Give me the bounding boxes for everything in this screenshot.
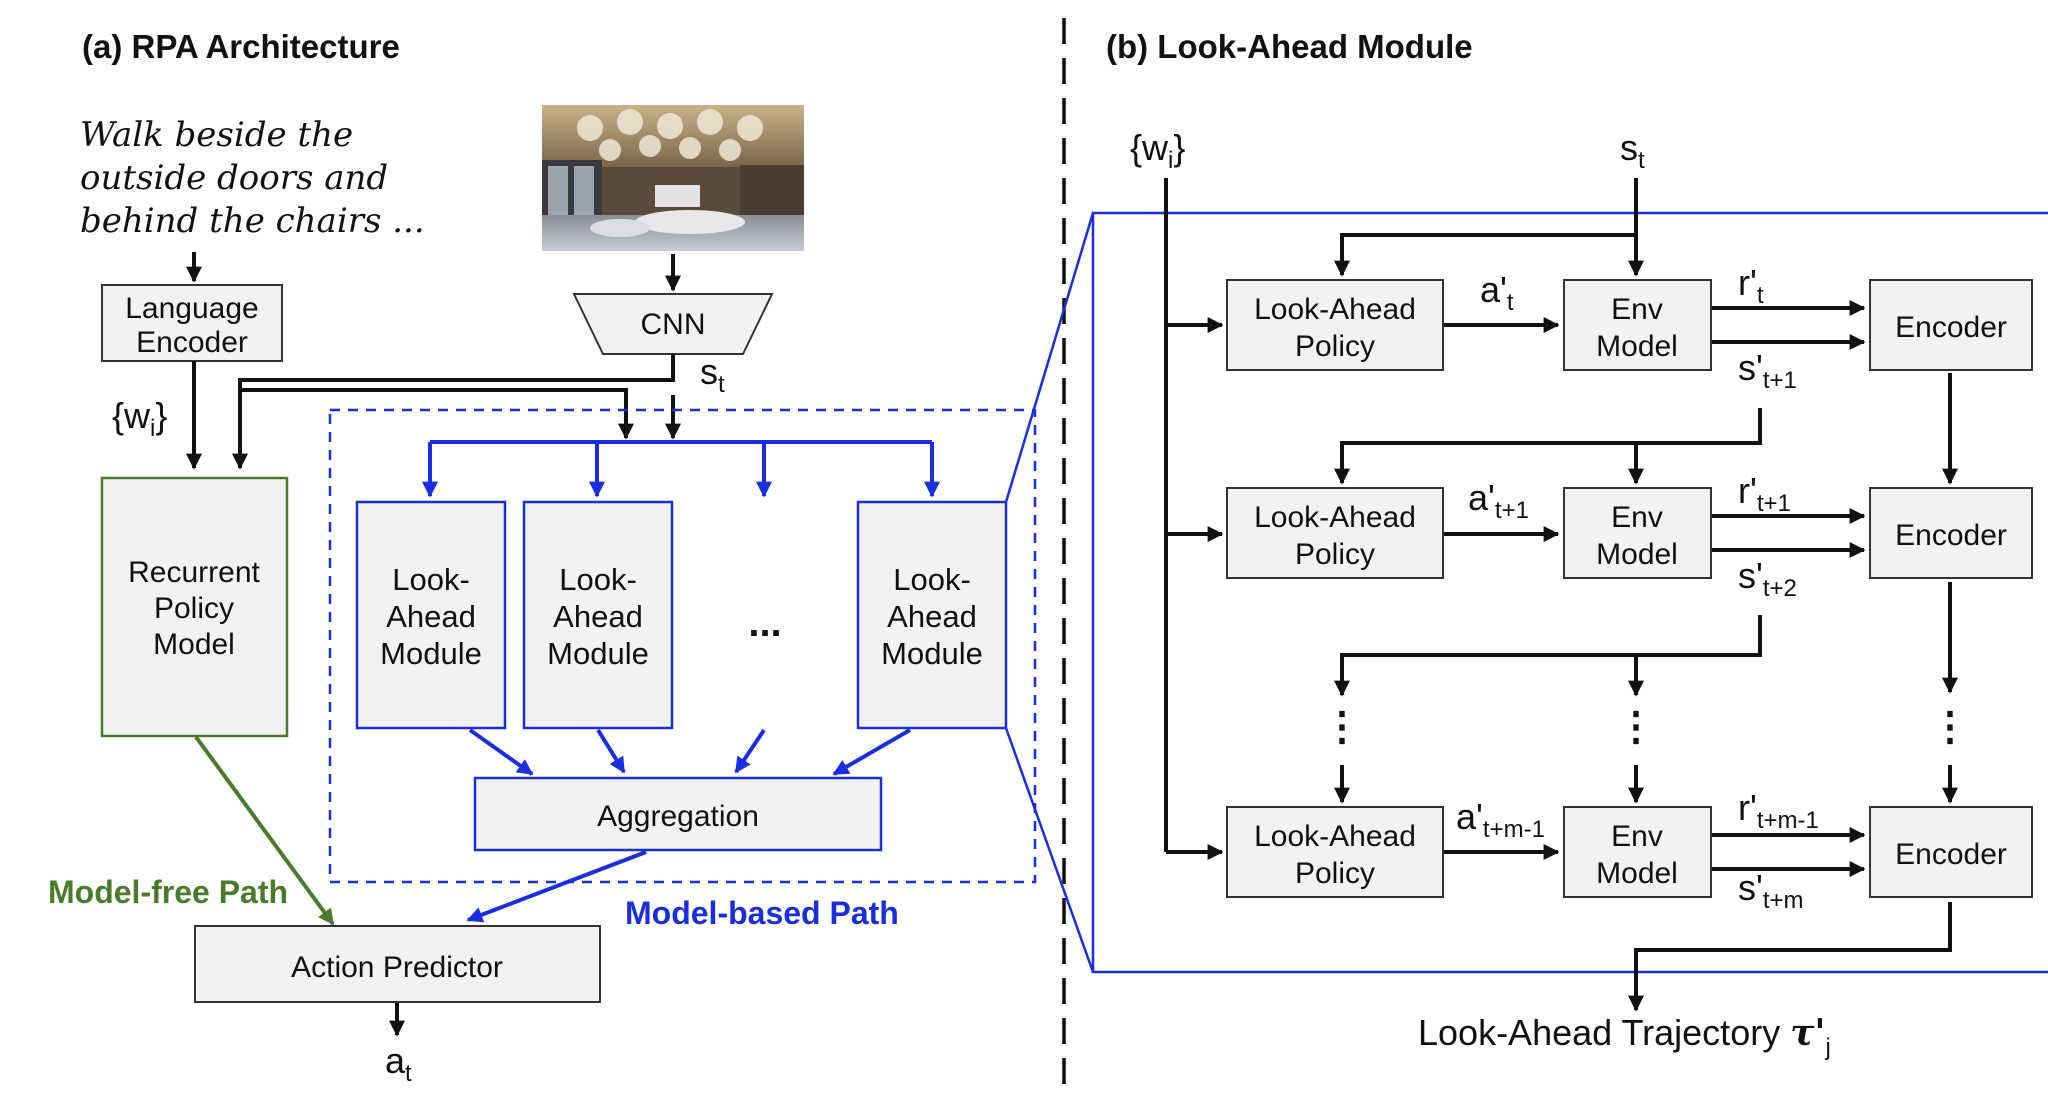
a-label-row3: a't+m-1 <box>1456 796 1545 843</box>
s-label-row1: s't+1 <box>1738 347 1797 394</box>
left-s-label: st <box>700 351 725 398</box>
model-based-path-label: Model-based Path <box>625 895 899 931</box>
recurrent-policy-label-1: Recurrent <box>128 556 260 589</box>
env-label-1-row2: Env <box>1611 501 1663 534</box>
model-free-path-label: Model-free Path <box>48 874 288 910</box>
env-label-2-row3: Model <box>1596 857 1678 890</box>
lam2-label-1: Look- <box>559 562 637 597</box>
policy-box-row2 <box>1226 487 1444 579</box>
env-label-1-row3: Env <box>1611 820 1663 853</box>
zoom-line-top <box>1004 212 1095 503</box>
encoder-label-row1: Encoder <box>1895 311 2007 344</box>
action-predictor-box <box>194 925 601 1003</box>
policy-label-1-row1: Look-Ahead <box>1254 293 1416 326</box>
look-ahead-module-n <box>856 500 1008 730</box>
recurrent-policy-label-3: Model <box>153 628 235 661</box>
model-based-region <box>328 408 1037 884</box>
aggregation-box <box>473 776 883 852</box>
policy-label-2-row2: Policy <box>1295 538 1375 571</box>
r-label-row1: r't <box>1738 262 1764 309</box>
policy-box-row1 <box>1226 279 1444 371</box>
encoder-label-row3: Encoder <box>1895 838 2007 871</box>
env-label-2-row2: Model <box>1596 538 1678 571</box>
lamn-label-3: Module <box>881 636 983 671</box>
right-s-label: st <box>1620 127 1645 174</box>
model-based-arrow <box>466 850 647 923</box>
instruction-line-2: outside doors and <box>80 158 388 198</box>
lam2-label-2: Ahead <box>553 599 643 634</box>
a-label-row2: a't+1 <box>1468 477 1529 524</box>
right-w-label: {wi} <box>1130 127 1185 174</box>
look-ahead-module-2 <box>522 500 674 730</box>
env-box-row2 <box>1563 487 1712 579</box>
s-label-row3: s't+m <box>1738 867 1804 914</box>
vdots-env: ⋮ <box>1616 705 1656 749</box>
panel-b-title: (b) Look-Ahead Module <box>1106 28 1473 65</box>
policy-label-2-row3: Policy <box>1295 857 1375 890</box>
policy-box-row3 <box>1226 806 1444 898</box>
encoder-box-row2 <box>1869 487 2033 579</box>
env-label-2-row1: Model <box>1596 330 1678 363</box>
panel-a-title: (a) RPA Architecture <box>82 28 400 65</box>
env-box-row1 <box>1563 279 1712 371</box>
recurrent-policy-box <box>100 476 289 738</box>
model-free-arrow <box>194 735 335 926</box>
language-encoder-label-2: Encoder <box>136 326 248 359</box>
left-a-label: at <box>385 1040 412 1087</box>
module-ellipsis: ... <box>748 601 781 645</box>
left-w-label: {wi} <box>112 395 167 442</box>
lam1-label-1: Look- <box>392 562 470 597</box>
policy-label-2-row1: Policy <box>1295 330 1375 363</box>
look-ahead-module-frame <box>1091 211 2048 974</box>
vdots-encoder: ⋮ <box>1930 705 1970 749</box>
language-encoder-label-1: Language <box>125 292 258 325</box>
look-ahead-module-1 <box>355 500 507 730</box>
instruction-line-1: Walk beside the <box>80 115 353 155</box>
aggregation-label: Aggregation <box>597 800 759 833</box>
lamn-label-2: Ahead <box>887 599 977 634</box>
env-box-row3 <box>1563 806 1712 898</box>
language-encoder-box <box>101 284 283 362</box>
instruction-line-3: behind the chairs ... <box>80 201 425 241</box>
cnn-box <box>572 293 774 355</box>
recurrent-policy-label-2: Policy <box>154 592 234 625</box>
r-label-row3: r't+m-1 <box>1738 787 1819 834</box>
env-label-1-row1: Env <box>1611 293 1663 326</box>
lamn-label-1: Look- <box>893 562 971 597</box>
r-label-row2: r't+1 <box>1738 470 1791 517</box>
encoder-box-row1 <box>1869 279 2033 371</box>
encoder-box-row3 <box>1869 806 2033 898</box>
cnn-label: CNN <box>641 308 706 341</box>
room-image <box>542 105 804 251</box>
trajectory-label: Look-Ahead Trajectory τ'j <box>1418 1012 1831 1061</box>
policy-label-1-row3: Look-Ahead <box>1254 820 1416 853</box>
lam1-label-3: Module <box>380 636 482 671</box>
vdots-policy: ⋮ <box>1322 705 1362 749</box>
a-label-row1: a't <box>1480 269 1514 316</box>
encoder-label-row2: Encoder <box>1895 519 2007 552</box>
policy-label-1-row2: Look-Ahead <box>1254 501 1416 534</box>
zoom-line-bottom <box>1004 727 1095 973</box>
lam2-label-3: Module <box>547 636 649 671</box>
action-predictor-label: Action Predictor <box>291 951 503 984</box>
s-label-row2: s't+2 <box>1738 555 1797 602</box>
lam1-label-2: Ahead <box>386 599 476 634</box>
